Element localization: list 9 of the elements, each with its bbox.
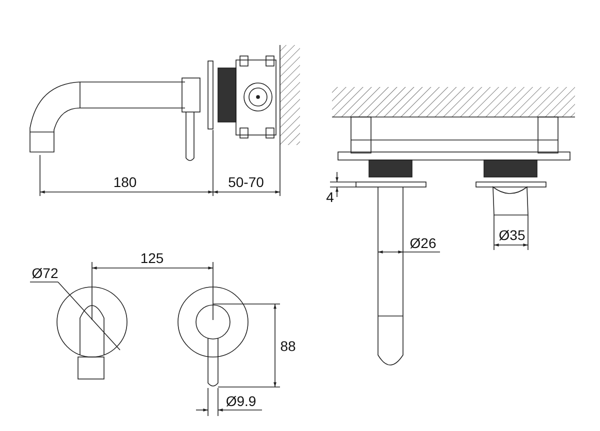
dimension-label: 4: [326, 189, 334, 205]
dimension-label: 125: [140, 250, 164, 266]
dimension-label: 88: [280, 338, 296, 354]
dimension-label: 180: [113, 174, 137, 190]
dimension-label: Ø9.9: [226, 393, 256, 409]
dimension-label: Ø72: [32, 265, 58, 281]
dimension-label: 50-70: [228, 174, 264, 190]
dimension-label: Ø26: [410, 235, 436, 251]
dimension-label: Ø35: [498, 227, 526, 243]
